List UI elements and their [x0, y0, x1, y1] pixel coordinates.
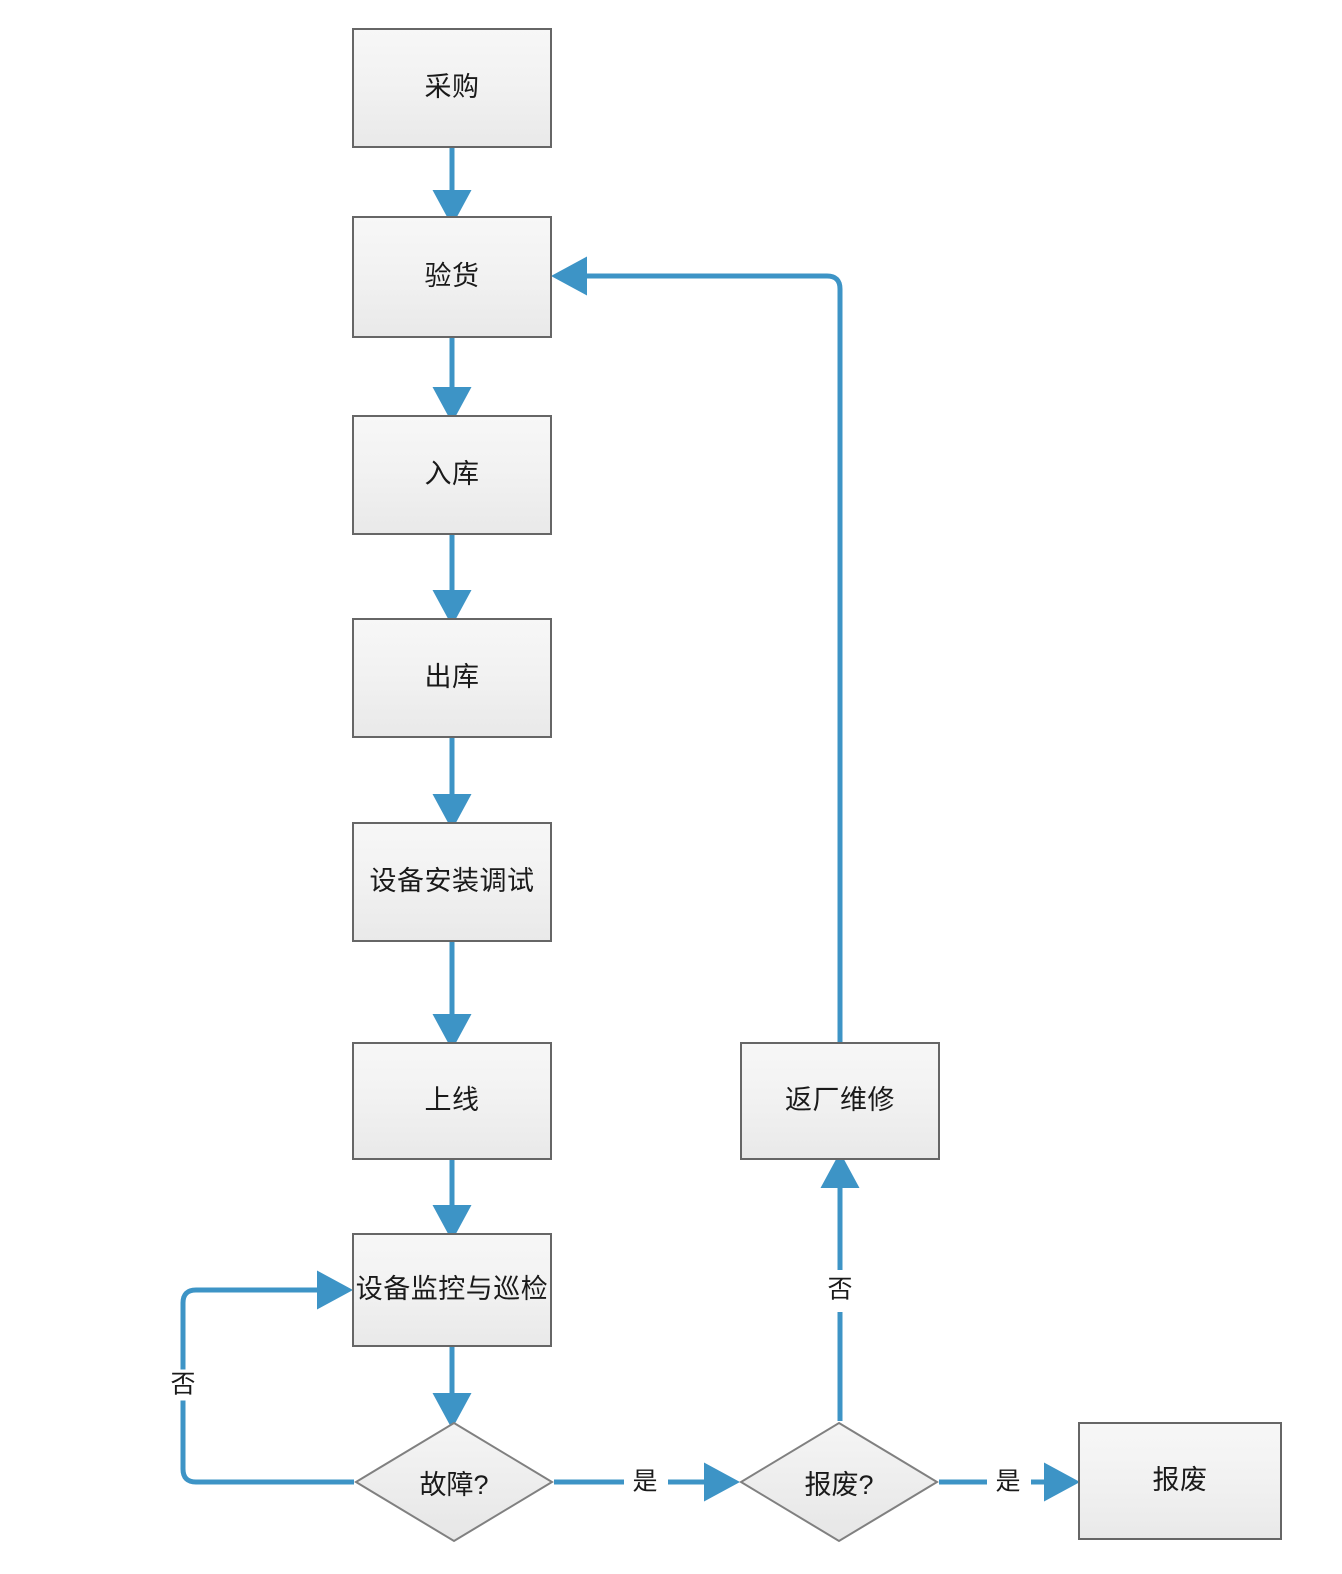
- node-shebei-anzhuang-tiaoshi[interactable]: 设备安装调试: [352, 822, 552, 942]
- node-chuku-label: 出库: [424, 662, 480, 693]
- node-shebei-jiankong-xunjian-label: 设备监控与巡检: [355, 1274, 549, 1305]
- node-fanchang-weixiu-label: 返厂维修: [785, 1085, 895, 1116]
- node-shebei-anzhuang-tiaoshi-label: 设备安装调试: [369, 866, 535, 897]
- edge-label-yes-guzhang: 是: [625, 1466, 665, 1498]
- diamond-shape: [354, 1421, 554, 1543]
- node-caigou[interactable]: 采购: [352, 28, 552, 148]
- edge-fanchang-yanhuo: [551, 256, 843, 1042]
- edge-label-no-guzhang: 否: [163, 1369, 203, 1401]
- node-baofei-label: 报废: [1152, 1465, 1208, 1496]
- node-guzhang-decision-label: 故障?: [419, 1469, 489, 1500]
- node-yanhuo-label: 验货: [424, 261, 480, 292]
- node-baofei-decision-label: 报废?: [804, 1469, 874, 1500]
- node-shebei-jiankong-xunjian[interactable]: 设备监控与巡检: [352, 1233, 552, 1347]
- edge-label-yes-baofei: 是: [988, 1466, 1028, 1498]
- diamond-shape: [739, 1421, 939, 1543]
- node-fanchang-weixiu[interactable]: 返厂维修: [740, 1042, 940, 1160]
- node-shangxian-label: 上线: [424, 1085, 480, 1116]
- edge-guzhang-no-loop: [180, 1270, 354, 1485]
- node-baofei-decision[interactable]: 报废?: [739, 1421, 939, 1543]
- node-caigou-label: 采购: [424, 72, 480, 103]
- node-yanhuo[interactable]: 验货: [352, 216, 552, 338]
- node-shangxian[interactable]: 上线: [352, 1042, 552, 1160]
- node-ruku[interactable]: 入库: [352, 415, 552, 535]
- node-chuku[interactable]: 出库: [352, 618, 552, 738]
- node-baofei[interactable]: 报废: [1078, 1422, 1282, 1540]
- edge-label-no-baofei: 否: [820, 1274, 860, 1306]
- node-guzhang-decision[interactable]: 故障?: [354, 1421, 554, 1543]
- node-ruku-label: 入库: [424, 459, 480, 490]
